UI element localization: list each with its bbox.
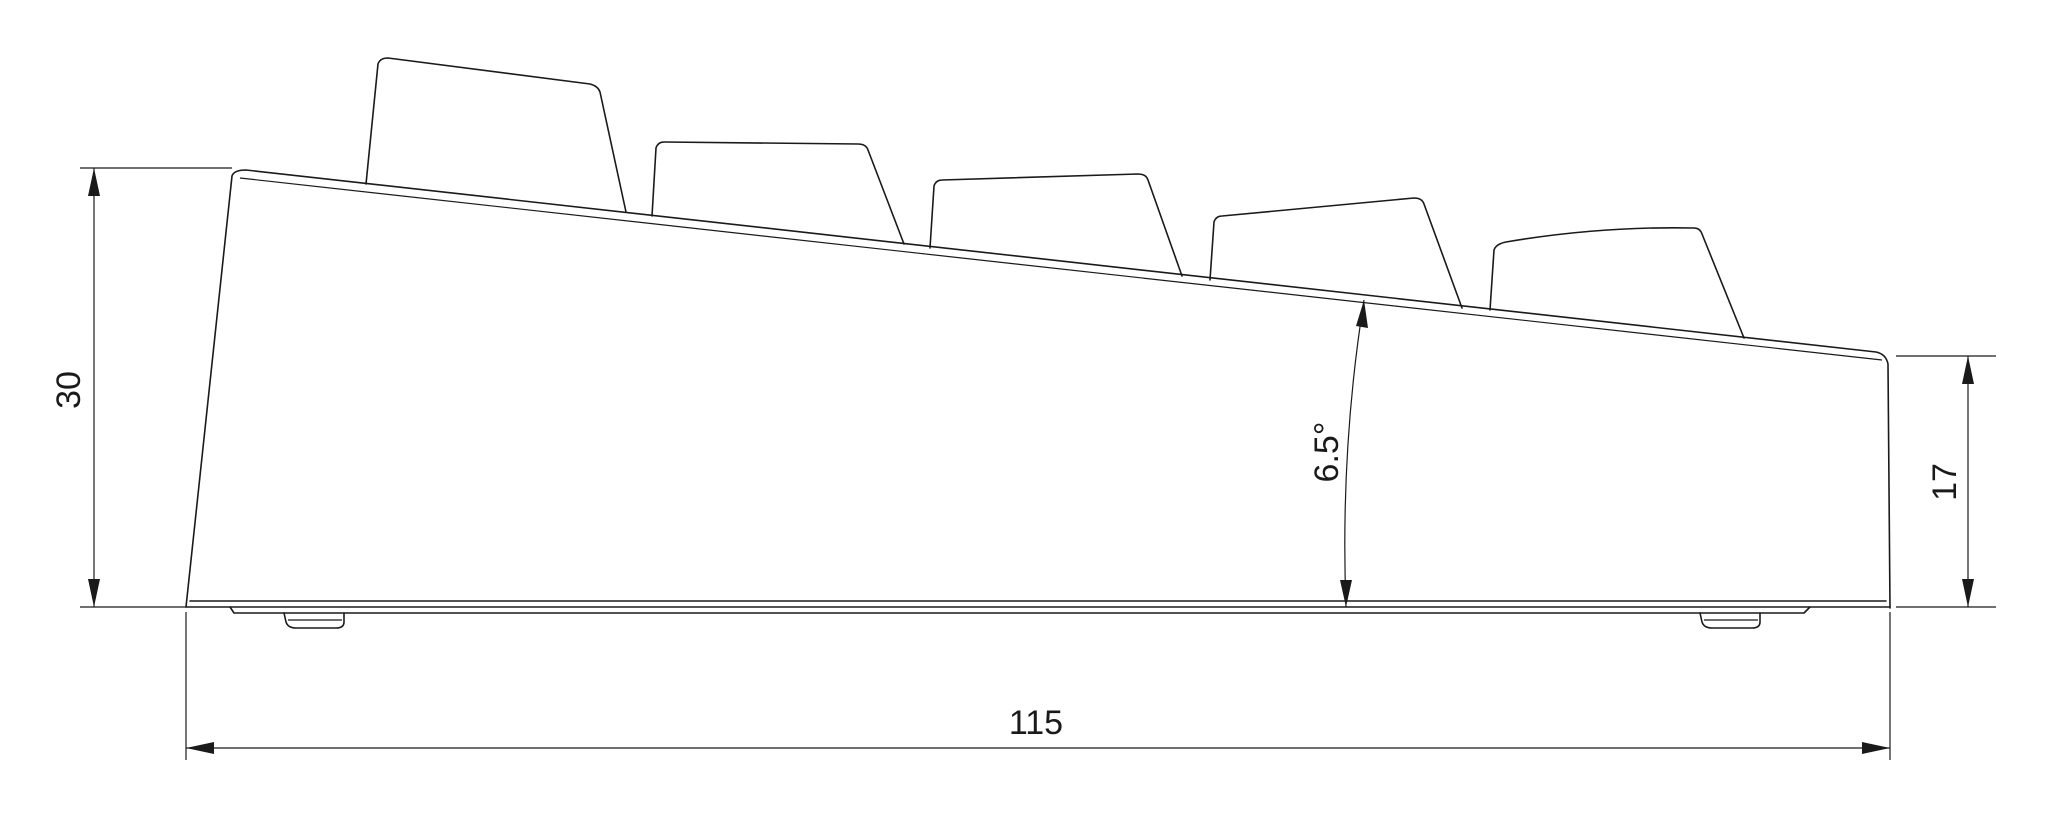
keycap-row-3 bbox=[929, 173, 1183, 277]
case-top-inner-edge bbox=[239, 177, 1883, 361]
rear-height-label: 30 bbox=[50, 371, 88, 409]
tilt-angle-dimension: 6.5° bbox=[1308, 299, 1368, 608]
rubber-feet bbox=[283, 612, 1761, 629]
keycaps bbox=[365, 57, 1745, 339]
keycap-row-4 bbox=[1209, 197, 1463, 309]
keycap-row-2 bbox=[651, 141, 905, 245]
keycap-row-5 bbox=[1489, 226, 1745, 339]
rear-height-dimension: 30 bbox=[50, 167, 232, 608]
rear-foot bbox=[283, 612, 345, 629]
case-bottom-plate bbox=[189, 600, 1887, 614]
keyboard-case bbox=[185, 169, 1891, 614]
tilt-angle-label: 6.5° bbox=[1308, 422, 1346, 483]
length-dimension: 115 bbox=[185, 612, 1891, 760]
front-height-label: 17 bbox=[1926, 463, 1964, 501]
front-height-dimension: 17 bbox=[1896, 355, 1996, 608]
keycap-row-1 bbox=[365, 57, 627, 213]
front-foot bbox=[1699, 612, 1761, 629]
case-outline bbox=[185, 169, 1891, 609]
length-label: 115 bbox=[1009, 704, 1063, 742]
